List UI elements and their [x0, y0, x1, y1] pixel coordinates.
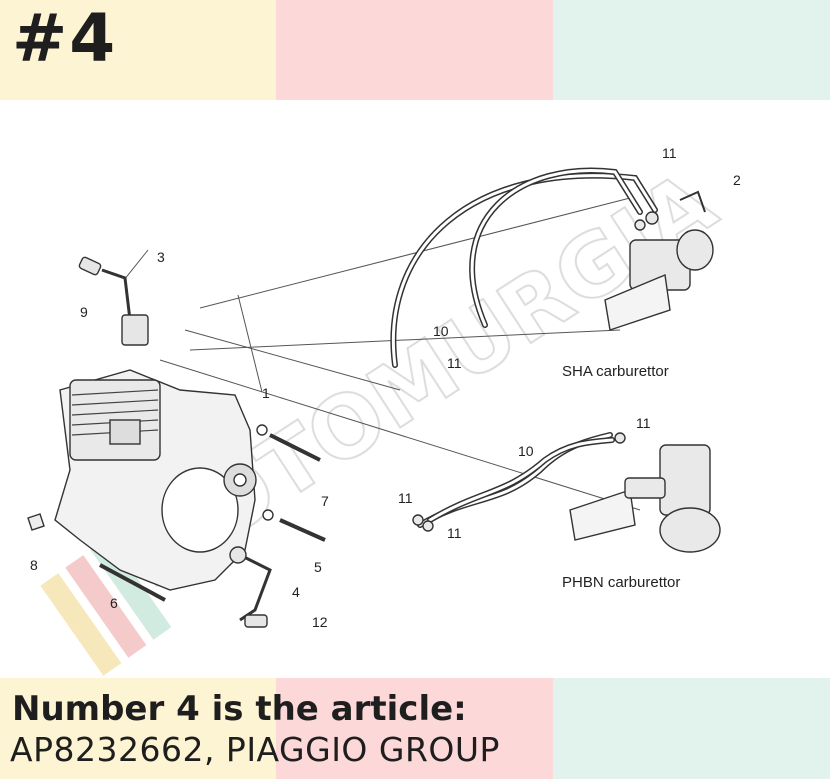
callout-1: 1 — [262, 385, 270, 401]
phbn-vent-hoses — [417, 432, 615, 528]
callout-labels: 1 2 3 4 5 6 7 8 9 10 11 12 10 11 11 11 1… — [30, 145, 741, 630]
callout-8: 8 — [30, 557, 38, 573]
band-pink-bottom — [276, 678, 553, 779]
callout-11-phbn-left: 11 — [398, 490, 413, 506]
band-yellow — [0, 0, 276, 100]
part-number-heading: #4 — [12, 0, 118, 77]
callout-3: 3 — [157, 249, 165, 265]
phbn-carburettor-caption: PHBN carburettor — [562, 574, 680, 591]
studs-and-bolts — [27, 424, 326, 602]
kick-pedal-assembly — [229, 546, 272, 628]
band-yellow-bottom — [0, 678, 276, 779]
callout-11-phbn-top: 11 — [636, 415, 651, 431]
sha-vent-hoses — [390, 167, 658, 368]
callout-4: 4 — [292, 584, 300, 600]
bottom-color-band — [0, 678, 830, 779]
article-caption-line2: AP8232662, PIAGGIO GROUP — [10, 730, 500, 769]
engine-block — [54, 369, 257, 591]
callout-7: 7 — [321, 493, 329, 509]
callout-9: 9 — [80, 304, 88, 320]
phbn-carburettor — [412, 432, 721, 553]
callout-12: 12 — [312, 614, 328, 630]
callout-11-phbn-bottom: 11 — [447, 525, 462, 541]
callout-2: 2 — [733, 172, 741, 188]
band-pink — [276, 0, 553, 100]
sha-carburettor — [604, 190, 714, 331]
band-mint — [553, 0, 830, 100]
leader-lines — [123, 197, 641, 511]
article-caption-line1: Number 4 is the article: — [12, 689, 467, 729]
callout-10-phbn: 10 — [518, 443, 534, 459]
sha-carburettor-caption: SHA carburettor — [562, 363, 669, 380]
callout-10: 10 — [433, 323, 449, 339]
exploded-parts-diagram: MOTOMURGIA — [27, 145, 741, 676]
band-mint-bottom — [553, 678, 830, 779]
callout-5: 5 — [314, 559, 322, 575]
callout-11-sha-top: 11 — [662, 145, 677, 161]
callout-11: 11 — [447, 355, 462, 371]
top-color-band — [0, 0, 830, 100]
callout-6: 6 — [110, 595, 118, 611]
gear-lever-assembly — [78, 256, 149, 346]
